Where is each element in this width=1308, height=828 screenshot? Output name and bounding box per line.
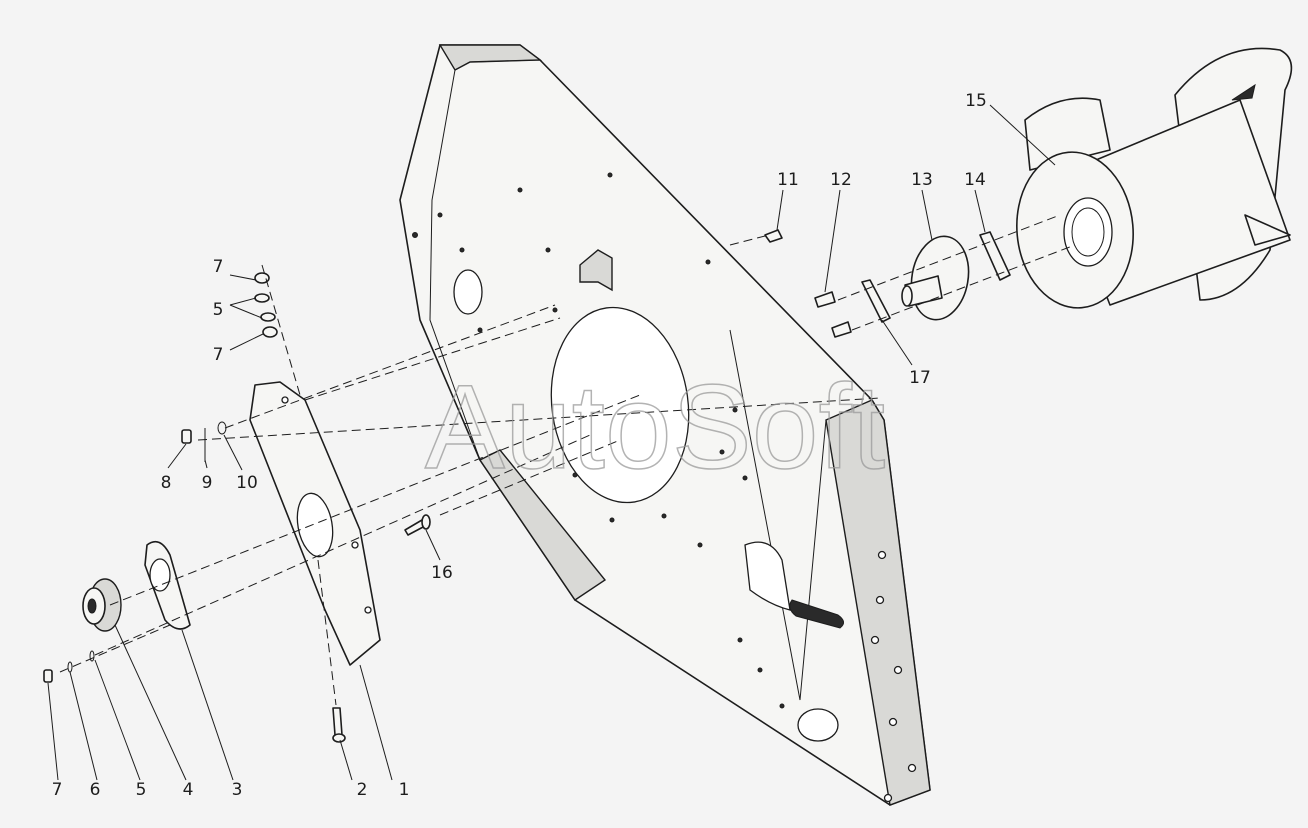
bolt-11 <box>764 229 783 243</box>
small-hardware <box>43 229 1011 743</box>
callout-3: 3 <box>232 780 243 800</box>
nut-8 <box>181 429 192 444</box>
callout-14: 14 <box>964 170 986 190</box>
watermark-text: AutoSoft <box>425 360 885 494</box>
drum-bore <box>1063 197 1113 267</box>
callout-10: 10 <box>236 473 258 493</box>
part-15-auger-drum <box>1016 47 1293 309</box>
callout-17: 17 <box>909 368 931 388</box>
right-flange-holes <box>870 550 917 803</box>
callout-2: 2 <box>357 780 368 800</box>
main-panel-bracket <box>579 249 613 292</box>
main-side-panel <box>399 44 931 806</box>
plate-center-hole <box>296 492 334 558</box>
main-panel-round-pad <box>797 708 839 742</box>
callout-4: 4 <box>183 780 194 800</box>
washer-6 <box>67 661 73 673</box>
auger-tip <box>1231 83 1256 101</box>
auger-flight-top <box>1024 97 1111 171</box>
callout-12: 12 <box>830 170 852 190</box>
callout-1: 1 <box>399 780 410 800</box>
bearing-center <box>87 598 97 614</box>
nut-7-lower <box>43 669 53 683</box>
callout-5-top: 5 <box>213 300 224 320</box>
bolt-12-a <box>814 291 836 308</box>
washer-5-top-b <box>260 312 276 322</box>
main-panel-left-edge <box>429 69 481 461</box>
callout-5-bottom: 5 <box>136 780 147 800</box>
callout-15: 15 <box>965 91 987 111</box>
part-13-hub <box>901 235 970 321</box>
callout-11: 11 <box>777 170 799 190</box>
callout-6: 6 <box>90 780 101 800</box>
hub-disc <box>910 235 970 321</box>
callout-8: 8 <box>161 473 172 493</box>
part-4-bearing <box>82 578 122 632</box>
part-3-flange <box>144 540 191 630</box>
bolt-12-b <box>831 321 852 338</box>
washer-10 <box>217 421 227 435</box>
auger-flight-lower <box>1244 214 1291 246</box>
nut-7-top <box>254 272 270 284</box>
callout-7-bottom: 7 <box>52 780 63 800</box>
callout-13: 13 <box>911 170 933 190</box>
flange-bore <box>149 558 171 592</box>
callout-16: 16 <box>431 563 453 583</box>
strap-17 <box>861 279 891 323</box>
leader-lines <box>47 104 1056 781</box>
main-panel-top-edge <box>454 59 873 401</box>
callout-7-mid: 7 <box>213 345 224 365</box>
main-panel-inner-fold <box>729 329 827 701</box>
main-panel-large-opening <box>550 306 690 504</box>
strap-14 <box>979 231 1011 281</box>
bolt-2 <box>332 707 343 736</box>
part-1-plate <box>249 381 381 666</box>
main-panel-rivets <box>412 172 785 709</box>
assembly-axes <box>59 214 1076 706</box>
nut-7-mid <box>262 326 278 338</box>
washer-5-top-a <box>254 293 270 303</box>
callout-9: 9 <box>202 473 213 493</box>
main-panel-slot <box>789 599 844 629</box>
main-panel-side-cutout <box>744 541 791 611</box>
callout-labels: 1 2 3 4 5 6 7 7 5 7 8 9 10 16 11 12 13 1… <box>52 91 987 800</box>
callout-7-top: 7 <box>213 257 224 277</box>
main-panel-upper-opening <box>453 269 483 315</box>
washer-5-lower <box>89 650 95 662</box>
